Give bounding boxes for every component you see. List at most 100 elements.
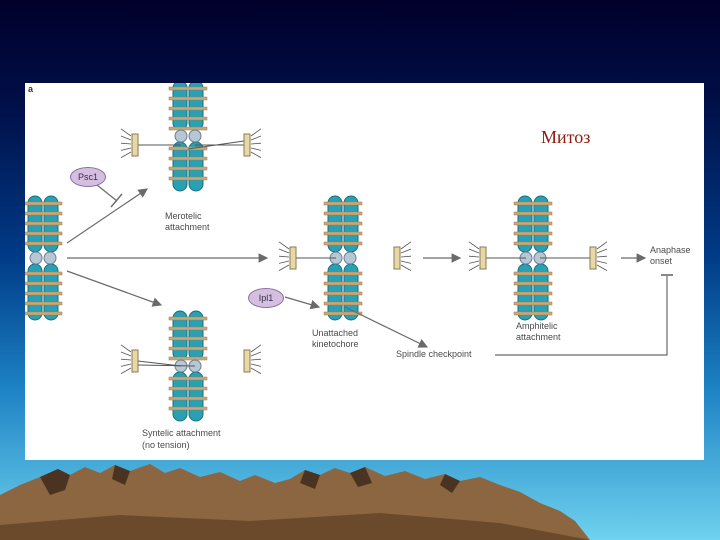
- arrow-ipl1-to-unattached: [284, 296, 321, 310]
- chromosome-syntelic: [168, 310, 208, 422]
- merotelic-label-line2: attachment: [165, 222, 210, 232]
- cohesin-ring: [25, 291, 63, 296]
- astral-microtubule: [120, 147, 132, 151]
- kinetochore: [188, 129, 202, 143]
- cohesin-ring: [25, 221, 63, 226]
- astral-microtubule: [250, 363, 262, 367]
- cohesin-ring: [168, 326, 208, 331]
- cohesin-ring: [323, 221, 363, 226]
- astral-microtubule: [400, 264, 412, 271]
- cohesin-ring: [323, 271, 363, 276]
- astral-microtubule: [120, 363, 132, 367]
- slide-title: Митоз: [541, 127, 591, 147]
- astral-microtubule: [278, 241, 290, 250]
- astral-microtubule: [468, 241, 480, 250]
- spindle-pole-syntelic-left: [120, 344, 139, 374]
- unattached-label-line2: kinetochore: [312, 339, 359, 349]
- astral-microtubule: [400, 260, 412, 264]
- spindle-pole-body: [479, 246, 487, 270]
- astral-microtubule: [120, 151, 132, 158]
- cohesin-ring: [513, 241, 553, 246]
- cohesin-ring: [168, 156, 208, 161]
- cohesin-ring: [25, 241, 63, 246]
- cohesin-ring: [513, 291, 553, 296]
- spindle-pole-body: [243, 133, 251, 157]
- cohesin-ring: [25, 231, 63, 236]
- astral-microtubule: [468, 260, 480, 264]
- astral-microtubule: [468, 255, 480, 258]
- arrow-to-merotelic: [66, 188, 148, 244]
- spindle-pole-merotelic-left: [120, 128, 139, 158]
- astral-microtubule: [278, 264, 290, 271]
- spindle-pole-unattached-right: [393, 241, 412, 271]
- spindle-pole-body: [289, 246, 297, 270]
- panel-letter: a: [28, 84, 34, 94]
- cohesin-ring: [323, 231, 363, 236]
- cohesin-ring: [25, 201, 63, 206]
- astral-microtubule: [468, 248, 480, 254]
- amphitelic-label-line2: attachment: [516, 332, 561, 342]
- astral-microtubule: [596, 248, 608, 254]
- astral-microtubule: [468, 264, 480, 271]
- cohesin-ring: [168, 396, 208, 401]
- cohesin-ring: [25, 281, 63, 286]
- syntelic-label-line1: Syntelic attachment: [142, 428, 221, 438]
- astral-microtubule: [278, 260, 290, 264]
- arrow-to-checkpoint: [344, 306, 429, 348]
- kinetochore-microtubule: [187, 140, 245, 150]
- cohesin-ring: [513, 201, 553, 206]
- chromosome-merotelic: [168, 83, 208, 192]
- chromosome-amphitelic: [513, 195, 553, 321]
- astral-microtubule: [120, 358, 132, 361]
- astral-microtubule: [120, 128, 132, 137]
- cohesin-ring: [168, 316, 208, 321]
- cohesin-ring: [323, 291, 363, 296]
- checkpoint-inhibition-path: [495, 276, 668, 356]
- cohesin-ring: [168, 406, 208, 411]
- chromosome-unattached: [323, 195, 363, 321]
- astral-microtubule: [596, 241, 608, 250]
- cohesin-ring: [168, 336, 208, 341]
- cohesin-ring: [168, 386, 208, 391]
- psc1-inhibition-line: [96, 184, 118, 202]
- cohesin-ring: [168, 356, 208, 361]
- astral-microtubule: [120, 344, 132, 353]
- astral-microtubule: [120, 367, 132, 374]
- spindle-pole-amphitelic-left: [468, 241, 487, 271]
- spindle-pole-unattached-left: [278, 241, 297, 271]
- unattached-label-line1: Unattached: [312, 328, 359, 338]
- mountain-landscape: [0, 464, 590, 540]
- cohesin-ring: [323, 281, 363, 286]
- cohesin-ring: [513, 271, 553, 276]
- spindle-pole-amphitelic-right: [589, 241, 608, 271]
- astral-microtubule: [400, 248, 412, 254]
- astral-microtubule: [250, 358, 262, 361]
- cohesin-ring: [25, 311, 63, 316]
- cohesin-ring: [513, 231, 553, 236]
- arrow-to-syntelic: [66, 270, 163, 307]
- merotelic-label-line1: Merotelic: [165, 211, 202, 221]
- spindle-pole-body: [589, 246, 597, 270]
- amphitelic-label-line1: Amphitelic: [516, 321, 558, 331]
- mitosis-diagram: [25, 83, 673, 422]
- kinetochore: [43, 251, 57, 265]
- astral-microtubule: [250, 367, 262, 374]
- spindle-pole-body: [131, 133, 139, 157]
- cohesin-ring: [513, 301, 553, 306]
- cohesin-ring: [323, 211, 363, 216]
- cohesin-ring: [168, 86, 208, 91]
- cohesin-ring: [323, 301, 363, 306]
- cohesin-ring: [513, 221, 553, 226]
- astral-microtubule: [250, 128, 262, 137]
- cohesin-ring: [168, 346, 208, 351]
- anaphase-onset-label-line1: Anaphase: [650, 245, 691, 255]
- psc1-protein-label: Psc1: [70, 167, 106, 187]
- astral-microtubule: [400, 255, 412, 258]
- astral-microtubule: [250, 344, 262, 353]
- astral-microtubule: [250, 142, 262, 145]
- cohesin-ring: [168, 126, 208, 131]
- anaphase-onset-label-line2: onset: [650, 256, 673, 266]
- chromosome-initial: [25, 195, 63, 321]
- cohesin-ring: [168, 166, 208, 171]
